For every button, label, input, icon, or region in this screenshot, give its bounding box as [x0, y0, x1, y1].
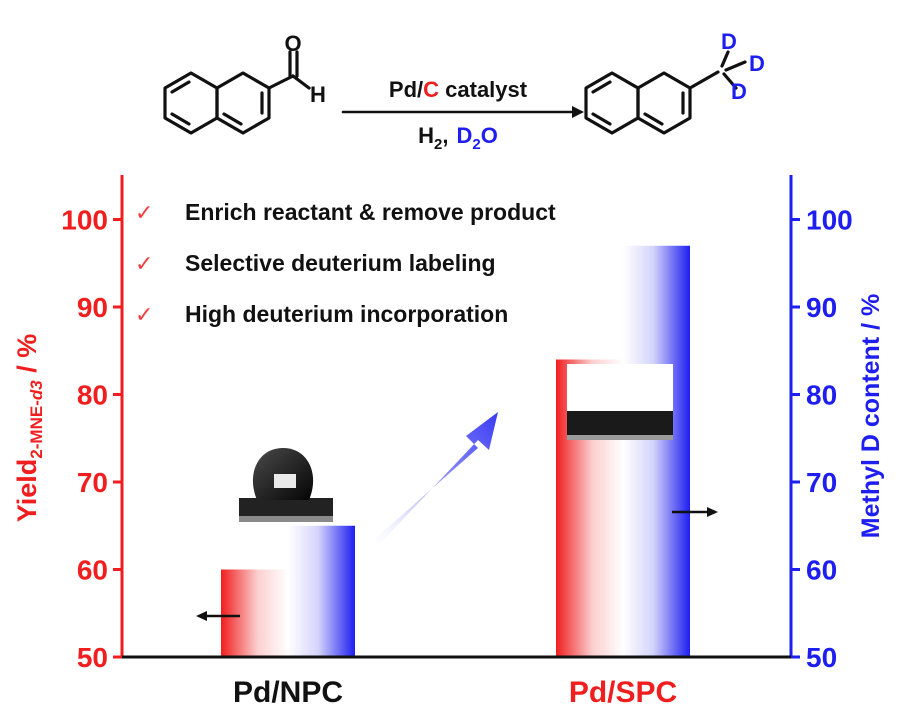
product-naphthalene	[584, 50, 747, 135]
left-tick-label: 50	[77, 642, 108, 673]
right-tick-label: 100	[806, 205, 853, 236]
right-axis-ticks: 50 60 70 80 90 100	[791, 205, 853, 673]
check-icon: ✓	[135, 251, 153, 276]
bar-pd-spc-d-content	[623, 245, 690, 657]
bar-pd-npc-yield	[221, 569, 288, 657]
category-label: Pd/SPC	[569, 676, 677, 709]
feature-list: ✓ Enrich reactant & remove product ✓ Select…	[135, 199, 556, 327]
deuterium-label-1: D	[721, 29, 737, 54]
droplet-image-spc	[567, 364, 673, 440]
left-axis-title: Yield2-MNE-d3 / %	[12, 334, 46, 522]
check-icon: ✓	[135, 200, 153, 225]
deuterium-label-3: D	[731, 79, 747, 104]
catalyst-label: Pd/C catalyst	[389, 77, 528, 102]
reaction-scheme	[163, 50, 747, 135]
feature-item: Selective deuterium labeling	[185, 250, 496, 276]
feature-item: High deuterium incorporation	[185, 301, 508, 327]
right-tick-label: 80	[806, 380, 837, 411]
droplet-image-npc	[239, 448, 333, 522]
left-axis-arrow-icon	[196, 611, 240, 621]
reactant-naphthalene	[163, 50, 311, 135]
left-tick-label: 80	[77, 380, 108, 411]
right-axis-title: Methyl D content / %	[857, 294, 885, 538]
category-label: Pd/NPC	[233, 676, 343, 709]
oxygen-label: O	[284, 31, 301, 56]
right-tick-label: 90	[806, 292, 837, 323]
hydrogen-label: H	[310, 82, 326, 107]
left-axis-ticks: 50 60 70 80 90 100	[61, 205, 122, 673]
category-labels: Pd/NPC Pd/SPC	[233, 676, 677, 709]
axes-frame	[120, 175, 793, 659]
feature-item: Enrich reactant & remove product	[185, 199, 556, 225]
left-tick-label: 60	[77, 555, 108, 586]
conditions-label: H2,D2O	[418, 123, 498, 153]
deuterium-label-2: D	[749, 51, 765, 76]
left-tick-label: 100	[61, 205, 108, 236]
check-icon: ✓	[135, 302, 153, 327]
bar-pd-npc-d-content	[288, 525, 355, 657]
left-tick-label: 90	[77, 292, 108, 323]
right-tick-label: 60	[806, 555, 837, 586]
right-tick-label: 70	[806, 467, 837, 498]
left-tick-label: 70	[77, 467, 108, 498]
improvement-arrow-icon	[368, 412, 498, 552]
right-tick-label: 50	[806, 642, 837, 673]
right-axis-arrow-icon	[672, 507, 718, 517]
